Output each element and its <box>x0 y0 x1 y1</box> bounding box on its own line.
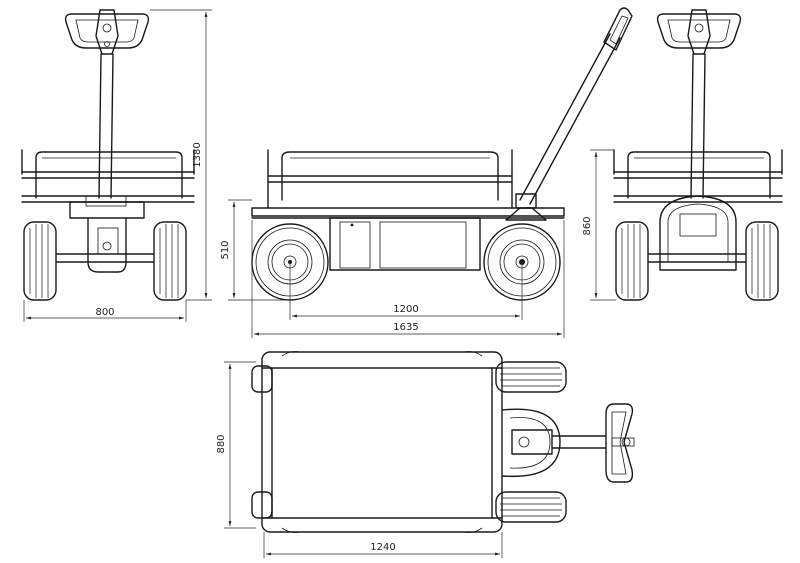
top-view <box>251 351 635 533</box>
dim-front-width: 800 <box>95 307 114 318</box>
dim-rear-rail-height: 860 <box>582 216 593 235</box>
dim-top-width: 880 <box>216 434 227 453</box>
dim-top-length: 1240 <box>370 542 395 553</box>
dim-overall-height: 1380 <box>192 142 203 167</box>
dim-side-deck-height: 510 <box>220 240 231 259</box>
front-view-dimensions <box>23 9 212 322</box>
front-view <box>21 9 195 301</box>
dim-wheelbase: 1200 <box>393 304 418 315</box>
rear-view-dimensions <box>590 149 616 301</box>
dim-overall-length: 1635 <box>393 322 418 333</box>
side-view-dimensions <box>228 199 565 338</box>
rear-view <box>613 9 783 301</box>
side-view <box>251 7 633 301</box>
top-view-dimensions <box>224 361 503 558</box>
